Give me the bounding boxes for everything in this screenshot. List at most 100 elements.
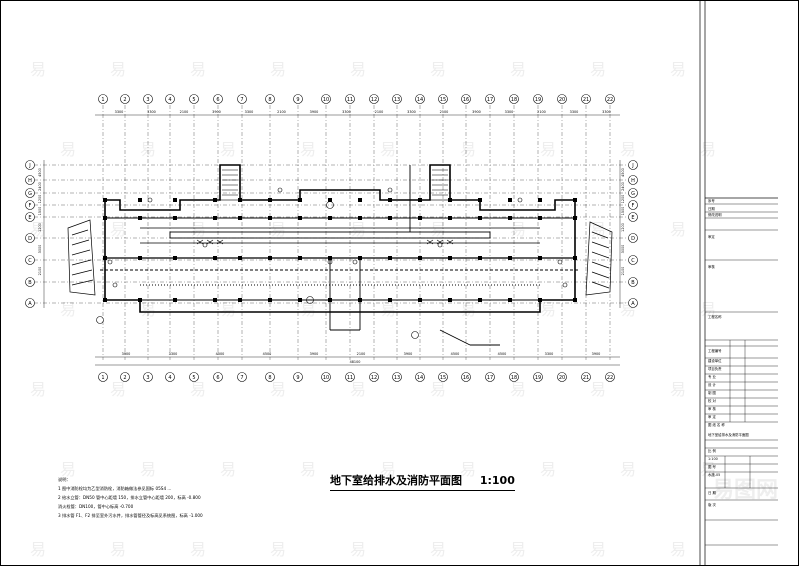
axis-bubble-right <box>628 200 638 210</box>
design-notes: 说明： 1 图中消防栓均为乙型消防栓，消防箱做法参见国标 05S4 ... 2 … <box>58 475 328 520</box>
watermark-glyph: 易 <box>60 140 76 159</box>
axis-label-bottom: 11 <box>347 375 353 381</box>
axis-label-bottom: 12 <box>371 375 377 381</box>
column <box>388 198 392 202</box>
dim-text-top: 2100 <box>375 110 384 114</box>
column <box>103 198 107 202</box>
axis-bubble-top <box>438 94 448 104</box>
watermark-glyph: 易 <box>540 460 556 479</box>
fire-hydrant <box>437 242 443 248</box>
column <box>478 216 482 220</box>
column <box>103 256 107 260</box>
axis-bubble-right <box>628 255 638 265</box>
axis-bubble-bottom <box>293 372 303 382</box>
watermark-glyph: 易 <box>670 540 686 559</box>
column <box>538 298 542 302</box>
dim-text-bottom: 2100 <box>357 352 366 356</box>
watermark-glyph: 易 <box>430 540 446 559</box>
axis-label-right: J <box>631 163 633 169</box>
fire-hydrant <box>277 187 283 193</box>
column <box>173 256 177 260</box>
axis-label-bottom: 19 <box>535 375 541 381</box>
watermark-glyph: 易 <box>300 300 316 319</box>
axis-label-top: 22 <box>607 97 613 103</box>
column <box>478 256 482 260</box>
watermark-glyph: 易 <box>590 380 606 399</box>
axis-label-top: 17 <box>487 97 493 103</box>
axis-bubble-bottom <box>189 372 199 382</box>
watermark-glyph: 易 <box>270 60 286 79</box>
axis-label-left: B <box>28 280 32 286</box>
title-block-text: 修改说明 <box>708 212 722 217</box>
column <box>173 198 177 202</box>
axis-bubble-left <box>25 160 35 170</box>
axis-label-bottom: 14 <box>417 375 423 381</box>
column <box>213 256 217 260</box>
watermark-glyph: 易 <box>460 140 476 159</box>
watermark-glyph: 易 <box>670 380 686 399</box>
fire-hydrant <box>147 197 153 203</box>
axis-label-left: J <box>28 163 30 169</box>
title-block-text: 日 期 <box>708 490 716 495</box>
column <box>358 198 362 202</box>
axis-bubble-top <box>415 94 425 104</box>
plumbing-fixtures <box>96 187 568 339</box>
wing-left <box>67 219 96 296</box>
column <box>573 216 577 220</box>
building-outline <box>104 164 576 313</box>
axis-bubble-bottom <box>345 372 355 382</box>
dim-text-top: 3300 <box>147 110 156 114</box>
dim-text-top: 2100 <box>180 110 189 114</box>
axis-label-top: 16 <box>463 97 469 103</box>
column <box>328 198 332 202</box>
axis-bubble-bottom <box>509 372 519 382</box>
column <box>268 216 272 220</box>
title-block-text: 审 核 <box>708 406 716 411</box>
watermark-glyph: 易 <box>700 140 716 159</box>
column <box>268 256 272 260</box>
axis-label-top: 2 <box>123 97 126 103</box>
dim-text-top: 2100 <box>277 110 286 114</box>
watermark-glyph: 易 <box>190 380 206 399</box>
column <box>478 298 482 302</box>
dim-text-left: 2100 <box>38 267 42 276</box>
dim-text-left: 1200 <box>38 223 42 232</box>
watermark-glyph: 易 <box>460 460 476 479</box>
axis-label-bottom: 22 <box>607 375 613 381</box>
column <box>478 198 482 202</box>
watermark-glyph: 易 <box>380 300 396 319</box>
dim-text-bottom: 3900 <box>122 352 131 356</box>
dim-text-bottom: 3900 <box>404 352 413 356</box>
column <box>388 216 392 220</box>
axis-bubble-left <box>25 188 35 198</box>
title-block-text: 审核 <box>708 264 715 269</box>
axis-label-right: B <box>631 280 635 286</box>
column <box>138 198 142 202</box>
dim-text-top: 3300 <box>407 110 416 114</box>
riser-symbol <box>306 296 314 304</box>
axis-bubble-bottom <box>213 372 223 382</box>
dim-text-right: 3000 <box>621 245 625 254</box>
axis-label-top: 19 <box>535 97 541 103</box>
column <box>103 216 107 220</box>
notes-heading: 说明： <box>58 477 71 482</box>
title-block-text: 序号 <box>708 198 715 203</box>
axis-bubble-right <box>628 212 638 222</box>
column <box>298 216 302 220</box>
axis-bubble-bottom <box>369 372 379 382</box>
axis-label-bottom: 4 <box>168 375 171 381</box>
watermark-glyph: 易 <box>380 140 396 159</box>
dim-text-top: 3300 <box>342 110 351 114</box>
axis-label-bottom: 7 <box>240 375 243 381</box>
watermark-glyph: 易 <box>510 60 526 79</box>
axis-bubble-bottom <box>237 372 247 382</box>
column <box>538 216 542 220</box>
axis-label-bottom: 5 <box>192 375 195 381</box>
title-block-text: 版 次 <box>708 502 716 507</box>
column <box>508 198 512 202</box>
column <box>358 216 362 220</box>
watermark-glyph: 易 <box>190 540 206 559</box>
column <box>418 198 422 202</box>
